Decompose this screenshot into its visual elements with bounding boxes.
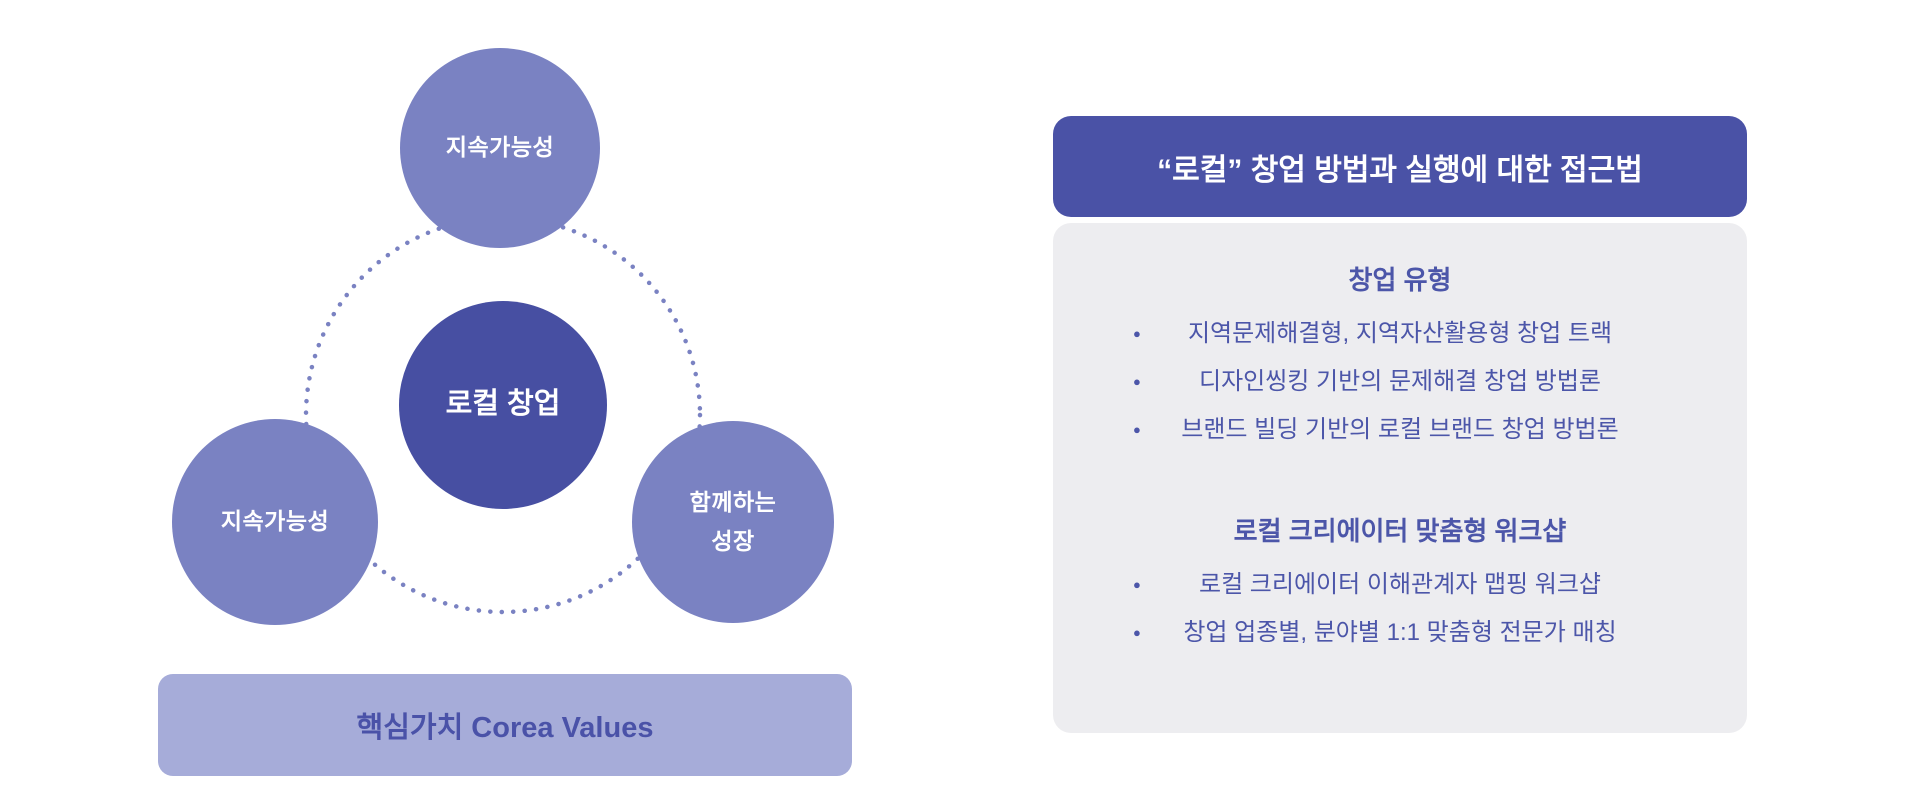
bullet-dot-icon: ● (1133, 326, 1141, 341)
core-values-banner: 핵심가치 Corea Values (158, 674, 852, 776)
core-values-banner-label: 핵심가치 Corea Values (356, 712, 654, 744)
approach-panel-body: 창업 유형 ● 지역문제해결형, 지역자산활용형 창업 트랙 ● 디자인씽킹 기… (1053, 223, 1747, 733)
list-item-text: 지역문제해결형, 지역자산활용형 창업 트랙 (1187, 320, 1613, 347)
value-circle-sustainability-top: 지속가능성 (400, 48, 600, 248)
list-item-text: 브랜드 빌딩 기반의 로컬 브랜드 창업 방법론 (1181, 416, 1619, 443)
value-circle-label: 함께하는 성장 (689, 488, 777, 554)
bullet-dot-icon: ● (1133, 422, 1141, 437)
list-item: ● 디자인씽킹 기반의 문제해결 창업 방법론 (1053, 358, 1747, 406)
value-circle-label: 지속가능성 (220, 508, 330, 535)
section-heading-startup-types: 창업 유형 (1348, 265, 1452, 295)
list-item-text: 디자인씽킹 기반의 문제해결 창업 방법론 (1198, 368, 1602, 395)
approach-panel-content: 창업 유형 ● 지역문제해결형, 지역자산활용형 창업 트랙 ● 디자인씽킹 기… (1053, 257, 1747, 657)
value-circle-sustainability-left: 지속가능성 (172, 419, 378, 625)
approach-panel-title: “로컬” 창업 방법과 실행에 대한 접근법 (1157, 153, 1643, 187)
bullet-dot-icon: ● (1133, 625, 1141, 640)
value-circle-growing-together: 함께하는 성장 (632, 421, 834, 623)
center-circle-local-startup: 로컬 창업 (399, 301, 607, 509)
approach-panel-header: “로컬” 창업 방법과 실행에 대한 접근법 (1053, 116, 1747, 217)
list-item: ● 지역문제해결형, 지역자산활용형 창업 트랙 (1053, 310, 1747, 358)
section-heading-creator-workshop: 로컬 크리에이터 맞춤형 워크샵 (1233, 516, 1567, 546)
list-item-text: 로컬 크리에이터 이해관계자 맵핑 워크샵 (1198, 571, 1602, 598)
list-item: ● 브랜드 빌딩 기반의 로컬 브랜드 창업 방법론 (1053, 406, 1747, 454)
list-item-text: 창업 업종별, 분야별 1:1 맞춤형 전문가 매칭 (1183, 619, 1617, 646)
bullet-dot-icon: ● (1133, 577, 1141, 592)
bullet-dot-icon: ● (1133, 374, 1141, 389)
value-circle-label: 지속가능성 (445, 134, 555, 161)
center-circle-label: 로컬 창업 (445, 388, 561, 421)
list-item: ● 창업 업종별, 분야별 1:1 맞춤형 전문가 매칭 (1053, 609, 1747, 657)
list-item: ● 로컬 크리에이터 이해관계자 맵핑 워크샵 (1053, 561, 1747, 609)
